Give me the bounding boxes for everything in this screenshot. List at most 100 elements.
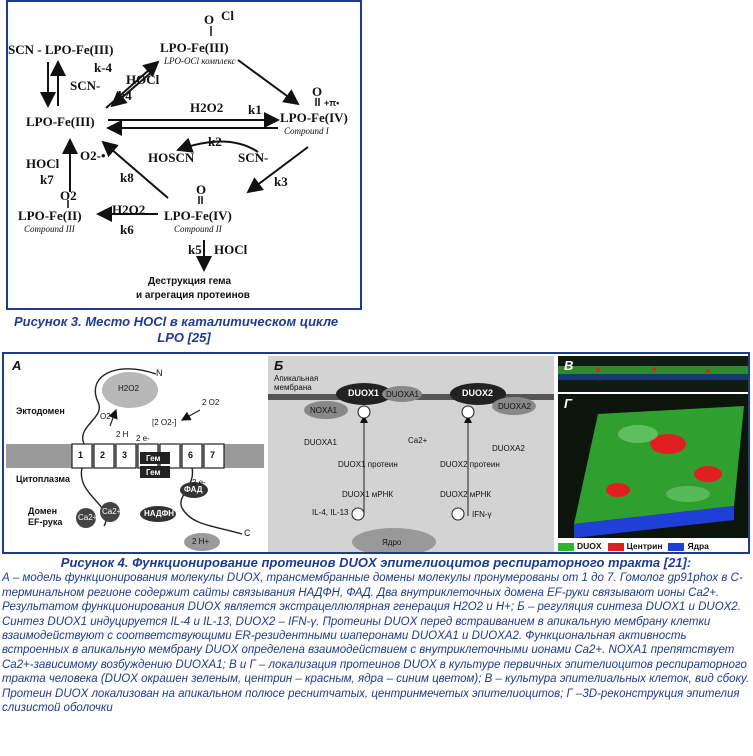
duox1-mrna-label: DUOX1 мРНК (342, 490, 394, 499)
panel-a-diagram (6, 368, 264, 551)
scn-lpo-complex: SCN - LPO-Fe(III) (8, 42, 114, 57)
tm-3: 3 (122, 450, 128, 460)
fad-label: ФАД (184, 485, 203, 494)
k6-label: k6 (120, 222, 134, 237)
two-o2-label: 2 O2 (202, 398, 220, 407)
figure-3-arrows (40, 26, 320, 272)
lpo-ocl-complex-sub: LPO-OCl комплекс (164, 56, 236, 66)
legend-item-centrin: Центрин (607, 541, 662, 551)
figure-3-caption: Рисунок 3. Место HOCl в каталитическом ц… (14, 314, 354, 346)
two-e-label-2: 2 e- (192, 478, 206, 487)
tm-7: 7 (210, 450, 216, 460)
panel-b-diagram (268, 383, 554, 552)
h2o2-label-1: H2O2 (190, 100, 224, 115)
figure-3-caption-line-2: LPO [25] (157, 330, 211, 345)
panel-v: В (558, 356, 748, 392)
legend-item-duox: DUOX (558, 541, 602, 551)
panel-a-letter: А (12, 358, 22, 373)
compound-ii: LPO-Fe(IV) (164, 208, 232, 223)
tm-2: 2 (100, 450, 106, 460)
il-label: IL-4, IL-13 (312, 508, 349, 517)
ef-domain-label-2: EF-рука (28, 517, 63, 527)
tm-6: 6 (188, 450, 194, 460)
compound-iii: LPO-Fe(II) (18, 208, 82, 223)
duox1-label: DUOX1 (348, 388, 380, 398)
h2o2-cloud-label: H2O2 (118, 384, 139, 393)
calcium-label: Ca2+ (408, 436, 428, 445)
compound-ii-sub: Compound II (174, 224, 222, 234)
c-terminus-label: C (244, 528, 251, 538)
compound-i-sub: Compound I (284, 126, 329, 136)
duoxa1-top-label: DUOXA1 (386, 390, 419, 399)
n-terminus-label: N (156, 368, 163, 378)
duoxa1-label: DUOXA1 (304, 438, 337, 447)
lpo-fe3-native: LPO-Fe(III) (26, 114, 95, 129)
panel-b: Б Апикальная мембрана DUOX1 DUOX2 NOXA1 … (268, 356, 554, 552)
panel-v-image (558, 366, 748, 380)
h2o2-label-2: H2O2 (112, 202, 146, 217)
k1-label: k1 (248, 102, 262, 117)
compound-iii-sub: Compound III (24, 224, 75, 234)
legend-swatch-nuclei (668, 542, 685, 551)
ef-domain-label-1: Домен (28, 506, 57, 516)
k4-label: k4 (118, 88, 132, 103)
compound-i-pi: +π• (324, 98, 340, 108)
ocl-cl-label: Cl (221, 8, 234, 23)
legend-label-nuclei: Ядра (687, 541, 709, 551)
hocl-label-1: HOCl (126, 72, 160, 87)
hocl-label-3: HOCl (214, 242, 248, 257)
heme-2: Гем (146, 468, 161, 477)
figure-3-frame: SCN - LPO-Fe(III) O Cl LPO-Fe(III) LPO-O… (6, 0, 362, 310)
k8-label: k8 (120, 170, 134, 185)
two-h-label: 2 H (116, 430, 129, 439)
ocl-o-label: O (204, 12, 215, 27)
degradation-line-2: и агрегация протеинов (136, 290, 250, 301)
figure-4-frame: А (2, 352, 750, 554)
degradation-line-1: Деструкция гема (148, 276, 232, 287)
duox2-label: DUOX2 (462, 388, 494, 398)
legend-item-nuclei: Ядра (668, 541, 709, 551)
figure-4-caption: Рисунок 4. Функционирование протеинов DU… (2, 555, 750, 715)
k2-label: k2 (208, 134, 222, 149)
ifn-label: IFN-γ (472, 510, 492, 519)
scn-ion-label-1: SCN- (70, 78, 101, 93)
ectodomain-label: Эктодомен (16, 406, 65, 416)
panel-v-letter: В (564, 358, 574, 373)
apical-membrane-label-1: Апикальная (274, 374, 319, 383)
figure-4-caption-body: А – модель функционирования молекулы DUO… (2, 572, 750, 715)
panel-g: Г (558, 394, 748, 538)
legend-label-duox: DUOX (577, 541, 602, 551)
compound-i: LPO-Fe(IV) (280, 110, 348, 125)
legend-swatch-duox (558, 542, 574, 551)
k3-label: k3 (274, 174, 288, 189)
superoxide-bracket-label: [2 O2-] (152, 418, 177, 427)
panel-g-letter: Г (564, 396, 572, 411)
duoxa2-label: DUOXA2 (492, 444, 525, 453)
duox1-protein-label: DUOX1 протеин (338, 460, 398, 469)
nadph-label: НАДФН (144, 509, 175, 518)
tm-1: 1 (78, 450, 84, 460)
k7-label: k7 (40, 172, 54, 187)
compound-i-o: O (312, 84, 323, 99)
k-minus-4-label: k-4 (94, 60, 113, 75)
nucleus-label: Ядро (382, 538, 402, 547)
heme-1: Гем (146, 454, 161, 463)
compound-ii-o: O (196, 182, 207, 197)
duox2-mrna-label: DUOX2 мРНК (440, 490, 492, 499)
figure-3-caption-line-1: Рисунок 3. Место HOCl в каталитическом ц… (14, 314, 339, 329)
o2-label: O2 (100, 412, 111, 421)
cytoplasm-label: Цитоплазма (16, 474, 70, 484)
ca-label-1: Ca2+ (78, 513, 98, 522)
scn-ion-label-2: SCN- (238, 150, 269, 165)
legend-swatch-centrin (607, 542, 624, 551)
hocl-label-2: HOCl (26, 156, 60, 171)
lpo-ocl-complex: LPO-Fe(III) (160, 40, 229, 55)
panel-g-image (574, 406, 744, 538)
duox2-protein-label: DUOX2 протеин (440, 460, 500, 469)
superoxide-label: O2-• (80, 148, 106, 163)
k5-label: k5 (188, 242, 202, 257)
color-legend: DUOX Центрин Ядра (558, 540, 748, 552)
apical-membrane-label-2: мембрана (274, 383, 312, 392)
panel-b-letter: Б (274, 358, 284, 373)
duoxa2-top-label: DUOXA2 (498, 402, 531, 411)
